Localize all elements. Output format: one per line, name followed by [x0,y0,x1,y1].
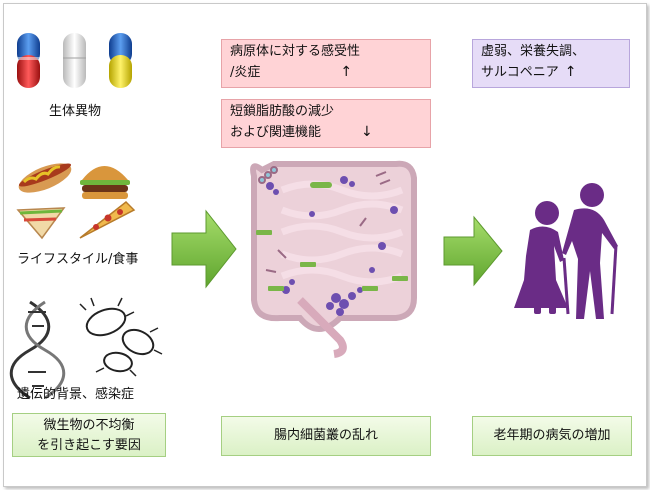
capsule-icon [63,33,86,88]
capsule-icon [17,33,40,88]
pathogen-line-1: 病原体に対する感受性 [230,44,361,59]
right-arrow-icon [443,215,503,287]
scfa-line-2: および関連機能 [230,125,322,140]
cause-line-2: を引き起こす要因 [37,438,141,453]
bacteria-icon [79,297,163,377]
down-arrow-icon: ↓ [361,124,373,140]
dysbiosis-label: 腸内細菌叢の乱れ [273,428,378,443]
capsule-icon [109,33,132,88]
cause-line-1: 微生物の不均衡 [43,418,135,433]
old-age-disease-label: 老年期の病気の増加 [493,428,611,443]
dysbiosis-causes-box: 微生物の不均衡 を引き起こす要因 [12,413,166,457]
frailty-line-1: 虚弱、栄養失調、 [481,44,586,59]
burger-icon [80,166,130,199]
pathogen-line-2: /炎症 [230,65,261,80]
up-arrow-icon: ↑ [564,64,577,80]
intestine-icon [250,160,417,358]
pizza-icon [79,201,136,239]
scfa-line-1: 短鎖脂肪酸の減少 [230,104,335,119]
old-age-disease-box: 老年期の病気の増加 [472,416,632,456]
pathogen-susceptibility-box: 病原体に対する感受性 /炎症 ↑ [221,39,431,88]
up-arrow-icon: ↑ [340,64,353,80]
hotdog-icon [18,163,72,193]
genetics-infection-label: 遺伝的背景、感染症 [17,387,135,402]
gut-dysbiosis-box: 腸内細菌叢の乱れ [221,416,431,456]
dna-icon [9,300,66,400]
sandwich-icon [16,207,66,240]
scfa-reduction-box: 短鎖脂肪酸の減少 および関連機能 ↓ [221,99,431,148]
frailty-box: 虚弱、栄養失調、 サルコペニア ↑ [472,39,630,88]
elderly-couple-icon [514,183,618,319]
right-arrow-icon [171,209,237,289]
lifestyle-diet-label: ライフスタイル/食事 [17,252,139,267]
xenobiotics-label: 生体異物 [49,104,102,119]
frailty-line-2: サルコペニア [481,65,559,80]
